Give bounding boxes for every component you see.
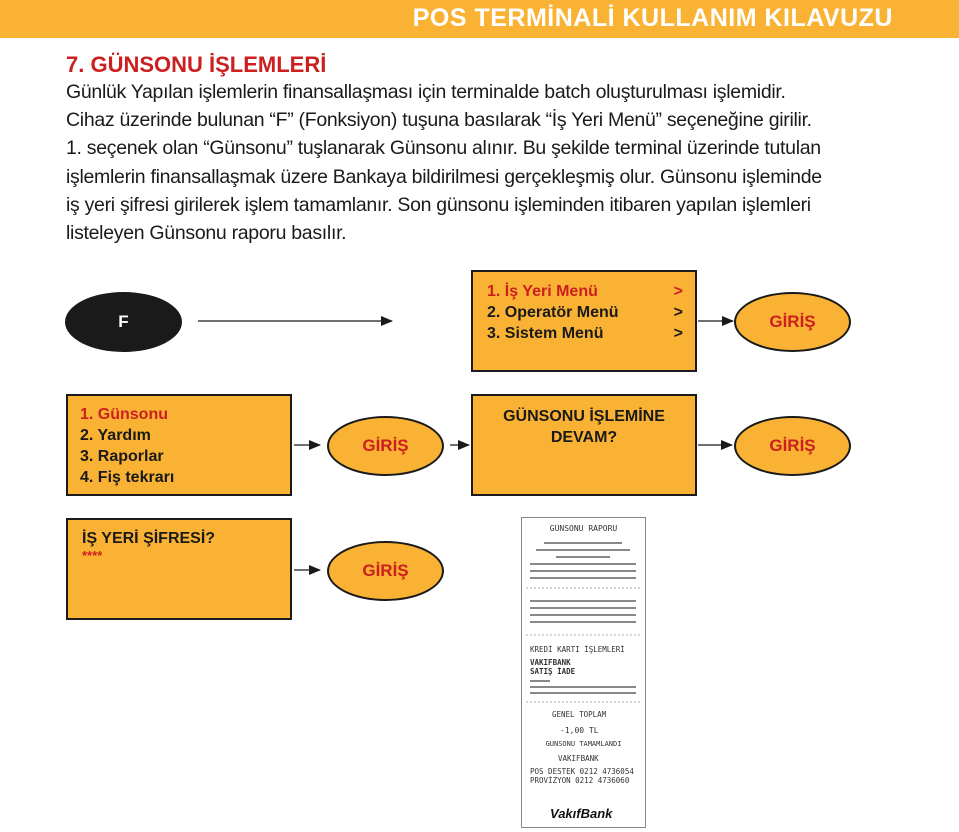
password-mask: ****	[82, 548, 103, 563]
submenu-item-reprint: 4. Fiş tekrarı	[80, 469, 175, 486]
f-key-label: F	[118, 312, 129, 331]
submenu-item-reports: 3. Raporlar	[80, 448, 164, 465]
receipt-done: GÜNSONU TAMAMLANDI	[545, 740, 622, 748]
receipt-bank2: VAKIFBANK	[558, 754, 599, 763]
vakifbank-logo: VakıfBank	[550, 806, 613, 821]
f-key-oval[interactable]: F	[65, 292, 182, 352]
enter-label: GİRİŞ	[769, 436, 816, 455]
description-line: Günlük Yapılan işlemlerin finansallaşmas…	[66, 81, 786, 103]
receipt-trx-type: SATIŞ İADE	[530, 667, 576, 676]
section-title: 7. GÜNSONU İŞLEMLERİ	[66, 52, 327, 77]
receipt-total-label: GENEL TOPLAM	[552, 710, 607, 719]
manual-title: POS TERMİNALİ KULLANIM KILAVUZU	[412, 4, 893, 32]
menu-item-system: 3. Sistem Menü>	[487, 325, 683, 342]
description-line: iş yeri şifresi girilerek işlem tamamlan…	[66, 193, 811, 216]
sub-menu-box: 1. Günsonu 2. Yardım 3. Raporlar 4. Fiş …	[66, 394, 292, 496]
receipt-provision: PROVİZYON 0212 4736060	[530, 776, 630, 785]
header-bar: POS TERMİNALİ KULLANIM KILAVUZU	[0, 0, 959, 38]
receipt-title: GÜNSONU RAPORU	[549, 524, 618, 533]
receipt-support: POS DESTEK 0212 4736054	[530, 767, 634, 776]
receipt-total-value: -1,00 TL	[560, 726, 599, 735]
section-description: Günlük Yapılan işlemlerin finansallaşmas…	[66, 78, 946, 247]
enter-oval[interactable]: GİRİŞ	[734, 292, 851, 352]
password-prompt: İŞ YERİ ŞİFRESİ?	[82, 530, 216, 547]
password-box: İŞ YERİ ŞİFRESİ? ****	[66, 518, 292, 620]
enter-label: GİRİŞ	[362, 436, 409, 455]
end-of-day-receipt: GÜNSONU RAPORU KREDİ KARTI İŞLEMLERİ VAK…	[521, 517, 646, 828]
enter-oval[interactable]: GİRİŞ	[734, 416, 851, 476]
receipt-print-texture	[526, 542, 641, 703]
menu-item-operator: 2. Operatör Menü>	[487, 304, 683, 321]
enter-oval[interactable]: GİRİŞ	[327, 416, 444, 476]
main-menu-box: 1. İş Yeri Menü> 2. Operatör Menü> 3. Si…	[471, 270, 697, 372]
receipt-credit-header: KREDİ KARTI İŞLEMLERİ	[530, 645, 625, 654]
description-line: listeleyen Günsonu raporu basılır.	[66, 222, 347, 245]
description-line: Cihaz üzerinde bulunan “F” (Fonksiyon) t…	[66, 109, 812, 132]
menu-item-business: 1. İş Yeri Menü>	[487, 283, 683, 300]
submenu-item-gunsonu: 1. Günsonu	[80, 406, 168, 423]
confirm-box: GÜNSONU İŞLEMİNE DEVAM?	[471, 394, 697, 496]
submenu-item-help: 2. Yardım	[80, 427, 151, 444]
receipt-bank: VAKIFBANK	[530, 658, 571, 667]
confirm-line: DEVAM?	[550, 429, 618, 446]
enter-label: GİRİŞ	[362, 561, 409, 580]
description-line: 1. seçenek olan “Günsonu” tuşlanarak Gün…	[66, 137, 821, 160]
enter-label: GİRİŞ	[769, 312, 816, 331]
confirm-line: GÜNSONU İŞLEMİNE	[503, 408, 665, 425]
description-line: işlemlerin finansallaşmak üzere Bankaya …	[66, 165, 822, 188]
enter-oval[interactable]: GİRİŞ	[327, 541, 444, 601]
